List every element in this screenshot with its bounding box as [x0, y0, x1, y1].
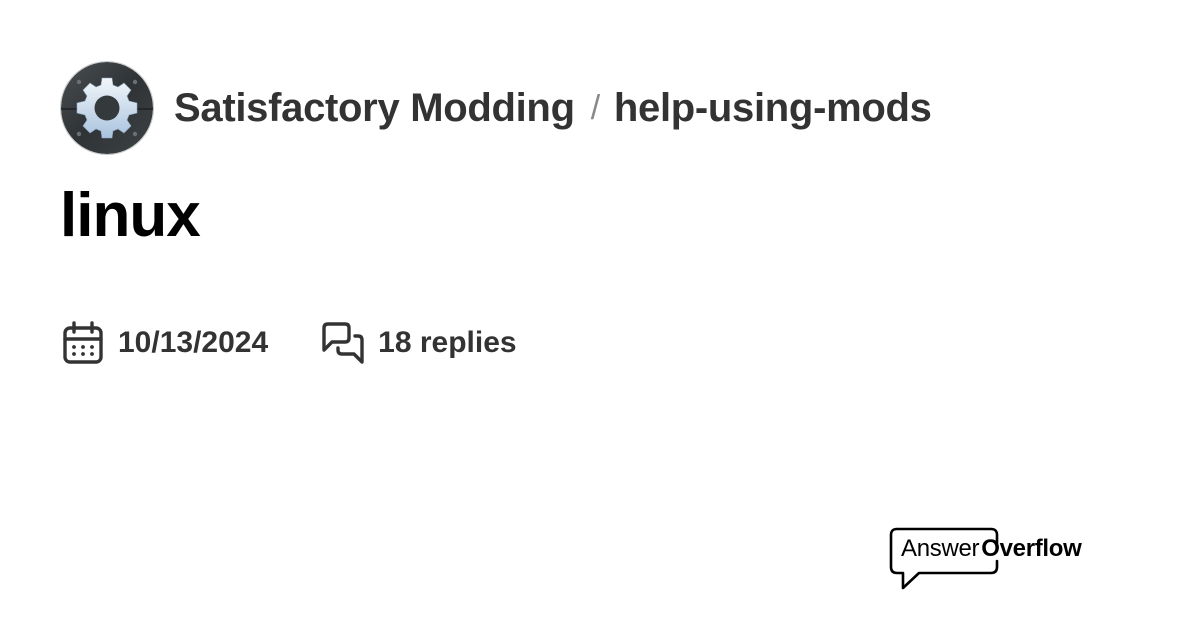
channel-name-link[interactable]: help-using-mods [613, 85, 932, 130]
chat-bubbles-icon [320, 320, 366, 366]
header: Satisfactory Modding / help-using-mods [60, 60, 932, 156]
brand-name: Answer Overflow [901, 535, 1082, 563]
answeroverflow-logo[interactable]: Answer Overflow [889, 527, 1114, 591]
server-name-link[interactable]: Satisfactory Modding [174, 85, 575, 130]
brand-name-light: Answer [901, 535, 980, 562]
breadcrumb-separator: / [590, 88, 600, 127]
thread-meta: 10/13/2024 18 replies [60, 318, 517, 368]
thread-date: 10/13/2024 [118, 326, 269, 359]
server-avatar[interactable] [60, 61, 154, 155]
breadcrumb: Satisfactory Modding / help-using-mods [174, 86, 932, 131]
speech-bubble-icon [889, 527, 999, 590]
thread-title: linux [60, 181, 201, 250]
brand-name-bold: Overflow [981, 535, 1082, 562]
calendar-icon [60, 320, 106, 366]
date-item: 10/13/2024 [60, 320, 268, 366]
replies-item: 18 replies [320, 320, 517, 366]
gear-icon [61, 62, 153, 154]
reply-count: 18 replies [378, 326, 517, 359]
